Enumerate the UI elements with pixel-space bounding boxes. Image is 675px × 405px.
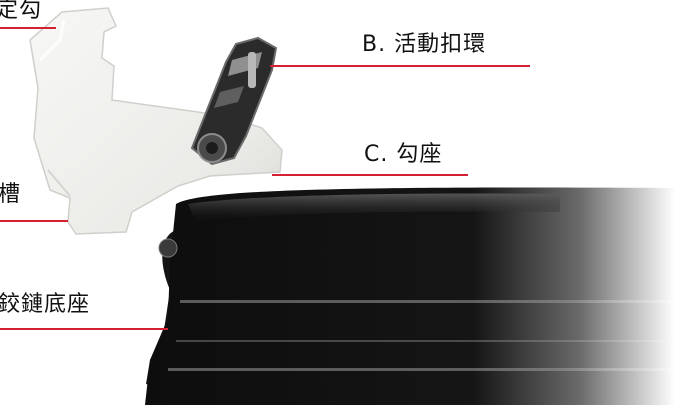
leader-d xyxy=(0,220,68,222)
leader-a xyxy=(0,27,56,29)
leader-c xyxy=(272,174,468,176)
label-a: 定勾 xyxy=(0,0,43,23)
case-lid xyxy=(145,187,675,405)
label-e: 鉸鏈底座 xyxy=(0,292,91,317)
label-b: B. 活動扣環 xyxy=(362,32,487,57)
latch-body xyxy=(29,7,283,235)
leader-e xyxy=(0,328,168,330)
label-c: C. 勾座 xyxy=(364,142,443,167)
clasp xyxy=(190,36,278,166)
leader-b xyxy=(270,65,530,67)
label-d: 槽 xyxy=(0,182,22,207)
rivet xyxy=(158,238,178,258)
